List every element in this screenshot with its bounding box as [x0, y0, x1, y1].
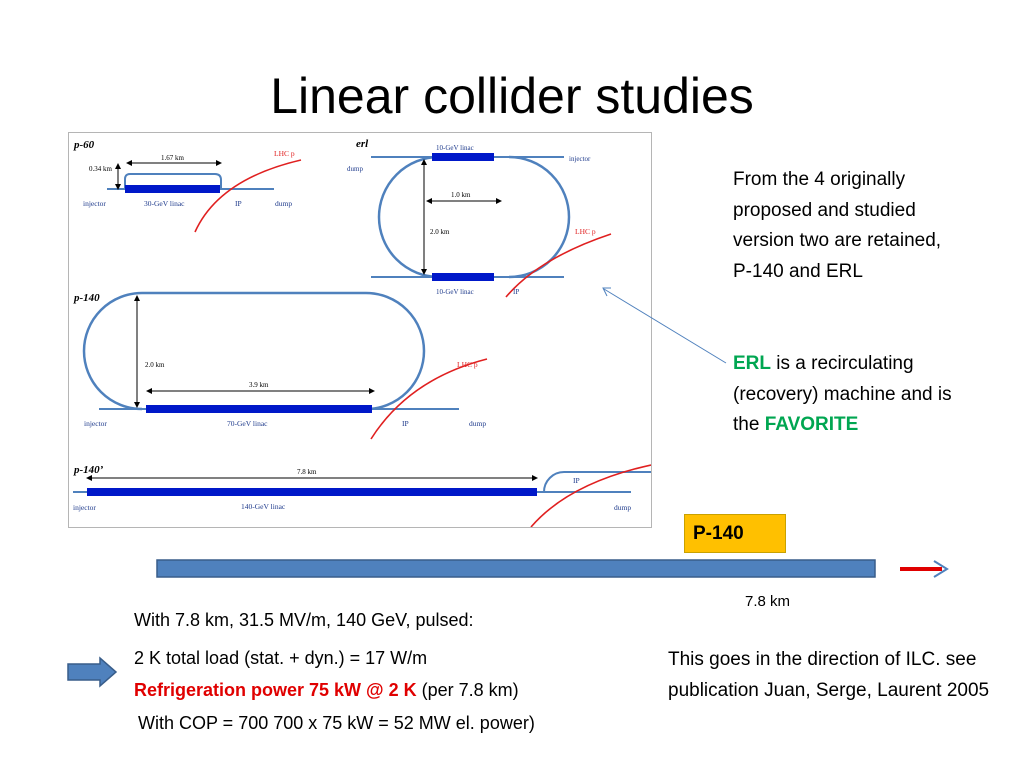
p140-dump-label: dump	[469, 419, 486, 428]
p140-lhc-label: LHC p	[457, 360, 478, 369]
erl-bottom-linac-label: 10-GeV linac	[436, 288, 474, 296]
ilc-note: This goes in the direction of ILC. see p…	[668, 649, 990, 701]
erl-top-linac	[432, 153, 494, 161]
p60-lhc-beam	[194, 159, 302, 233]
p60-return-arc	[124, 173, 222, 189]
param-line-2: 2 K total load (stat. + dyn.) = 17 W/m	[134, 648, 428, 668]
p140-ip-label: IP	[402, 419, 409, 428]
refrigeration-note: (per 7.8 km)	[416, 680, 519, 700]
p140-height-label: 2.0 km	[145, 361, 165, 369]
p140prime-dump-label: dump	[614, 503, 631, 512]
p140prime-label: p-140’	[73, 464, 104, 476]
p140-label: p-140	[73, 292, 100, 304]
p140prime-lhc-beam	[530, 464, 651, 527]
p60-linac-label: 30-GeV linac	[144, 199, 185, 208]
length-bar	[156, 559, 876, 578]
erl-lhc-label: LHC p	[575, 227, 596, 236]
p140-lhc-beam	[370, 358, 488, 440]
p140prime-linac-label: 140-GeV linac	[241, 502, 286, 511]
favorite-keyword: FAVORITE	[764, 414, 859, 435]
p60-lhc-label: LHC p	[274, 149, 295, 158]
p140prime-panel: p-140’ 7.8 km injector 140-GeV linac IP …	[73, 464, 651, 527]
erl-dump-label: dump	[347, 165, 363, 173]
p140-injector-label: injector	[84, 419, 107, 428]
slide-title: Linear collider studies	[270, 68, 754, 124]
p60-panel: p-60 0.34 km 1.67 km injector 30-GeV lin…	[73, 139, 302, 233]
p140-length-label: 3.9 km	[249, 381, 269, 389]
erl-ip-label: IP	[513, 288, 519, 296]
param-line-1: With 7.8 km, 31.5 MV/m, 140 GeV, pulsed:	[134, 610, 474, 630]
p140prime-return-line	[543, 471, 651, 493]
erl-width-label: 1.0 km	[451, 191, 471, 199]
erl-left-arc	[377, 155, 440, 279]
p140prime-ip-label: IP	[573, 476, 580, 485]
p60-dump-label: dump	[275, 199, 292, 208]
erl-label: erl	[356, 138, 369, 150]
p60-injector-label: injector	[83, 199, 106, 208]
p60-length-label: 1.67 km	[161, 154, 185, 162]
p140-linac-label: 70-GeV linac	[227, 419, 268, 428]
length-label: 7.8 km	[745, 593, 791, 610]
p140prime-linac	[87, 488, 537, 496]
p140-loop	[82, 291, 426, 411]
pointer-arrow	[602, 287, 727, 364]
p140prime-length-label: 7.8 km	[297, 468, 317, 476]
linac-length-bar	[156, 559, 949, 578]
erl-description: is a recirculating (recovery) machine an…	[733, 353, 952, 435]
p60-label: p-60	[73, 139, 95, 151]
erl-note: ERL is a recirculating (recovery) machin…	[733, 349, 973, 441]
erl-panel: erl 10-GeV linac 10-GeV linac dump injec…	[347, 138, 612, 298]
refrigeration-power: Refrigeration power 75 kW @ 2 K	[134, 680, 417, 700]
erl-top-linac-label: 10-GeV linac	[436, 144, 474, 152]
erl-right-arc	[508, 155, 571, 279]
erl-lhc-beam	[505, 233, 612, 298]
collider-layout-figure: p-60 0.34 km 1.67 km injector 30-GeV lin…	[68, 132, 652, 528]
retained-versions-note: From the 4 originally proposed and studi…	[733, 169, 942, 282]
right-arrow-icon	[67, 656, 118, 688]
param-line-4: With COP = 700 700 x 75 kW = 52 MW el. p…	[138, 713, 535, 733]
p140-panel: p-140 2.0 km 3.9 km injector 70-GeV lina…	[73, 291, 488, 440]
erl-bottom-linac	[432, 273, 494, 281]
p140-linac	[146, 405, 372, 413]
erl-height-label: 2.0 km	[430, 228, 450, 236]
p140-box: P-140	[684, 514, 786, 553]
p60-ip-label: IP	[235, 199, 242, 208]
param-line-3: Refrigeration power 75 kW @ 2 K (per 7.8…	[134, 680, 519, 701]
p60-linac	[125, 185, 220, 193]
p140prime-injector-label: injector	[73, 503, 96, 512]
erl-injector-label: injector	[569, 155, 591, 163]
p60-height-label: 0.34 km	[89, 165, 113, 173]
direction-arrow-head	[933, 560, 949, 578]
erl-keyword: ERL	[733, 353, 771, 374]
